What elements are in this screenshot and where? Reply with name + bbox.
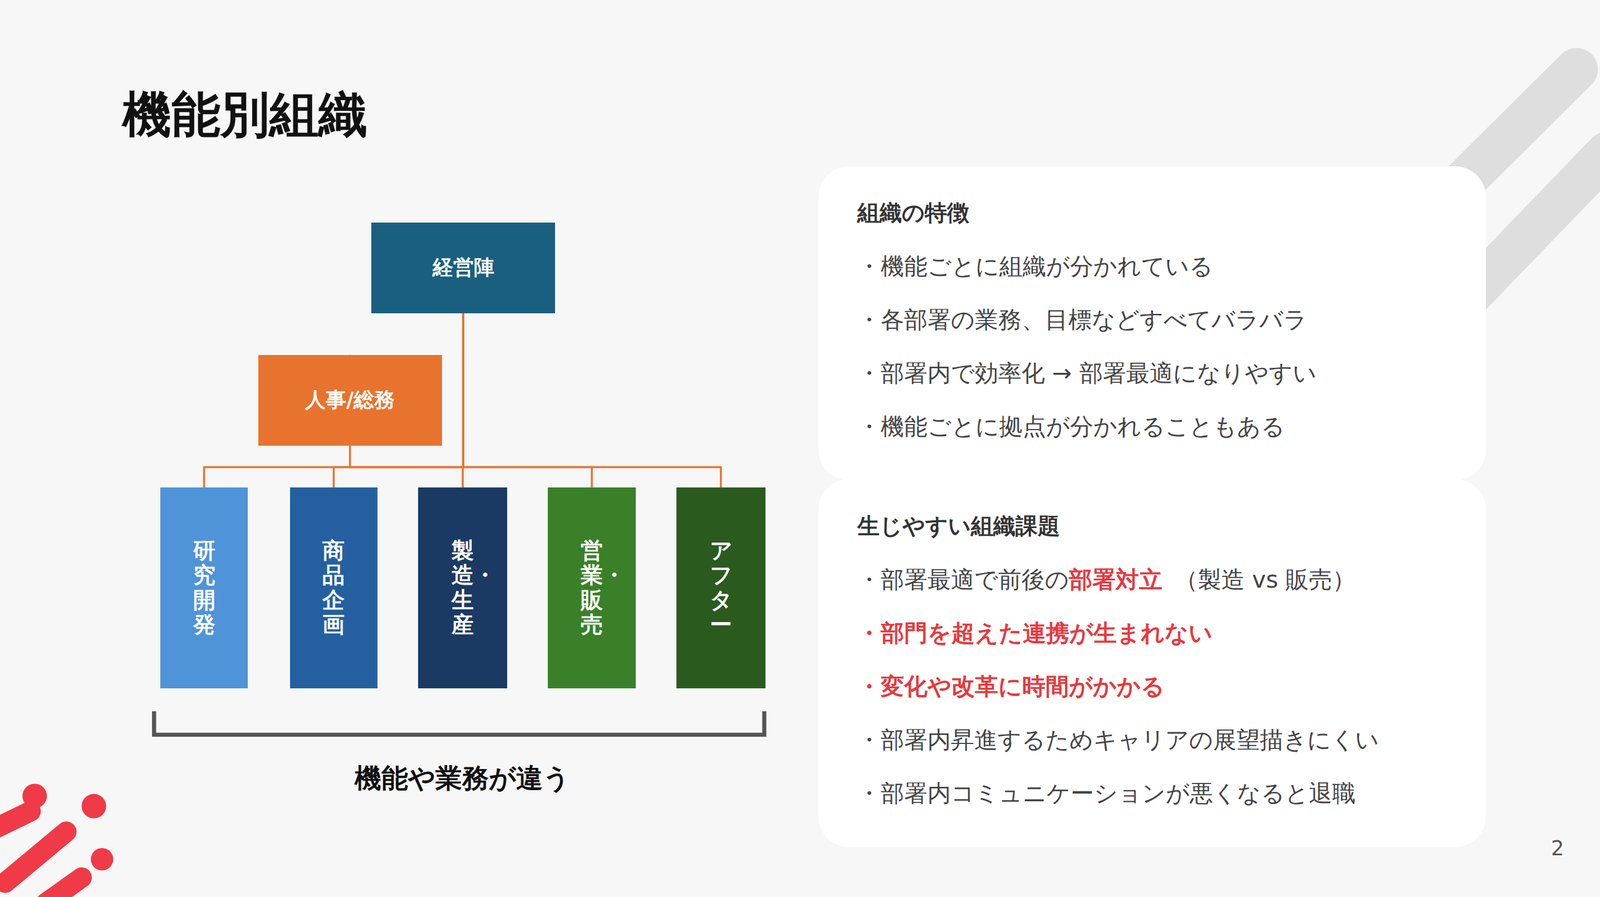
- bullet-text: ・機能ごとに組織が分かれている: [857, 242, 1214, 291]
- staff-box: 人事/総務: [258, 355, 443, 446]
- bullet-text: ・部署内で効率化 → 部署最適になりやすい: [857, 349, 1317, 398]
- org-connector: [204, 313, 464, 488]
- bullet-text: ・機能ごとに拠点が分かれることもある: [857, 402, 1285, 451]
- red-dot: [90, 848, 114, 871]
- department-name: 営業・販売: [580, 538, 603, 638]
- bracket: [154, 711, 765, 735]
- issue-panel: 生じやすい組織課題・部署最適で前後の部署対立（製造 vs 販売）・部門を超えた連…: [818, 479, 1486, 848]
- department-box: 製造・生産: [418, 487, 507, 689]
- bullet-text: ・部署内コミュニケーションが悪くなると退職: [857, 769, 1356, 818]
- text-line: ・機能ごとに組織が分かれている: [857, 242, 1456, 296]
- department-box: 商品企画: [290, 487, 379, 689]
- department-name: 製造・生産: [451, 538, 474, 638]
- org-connector: [463, 313, 721, 488]
- department-box: 営業・販売: [547, 487, 636, 689]
- text-line: ・部署内で効率化 → 部署最適になりやすい: [857, 349, 1456, 403]
- panel-heading: 組織の特徴: [857, 192, 970, 234]
- bullet-text: ・部門を超えた連携が生まれない: [857, 609, 1213, 658]
- page-number: 2: [1551, 836, 1564, 861]
- panel-heading: 生じやすい組織課題: [857, 506, 1060, 547]
- bullet-text: （製造 vs 販売）: [1174, 555, 1357, 605]
- grey-stripe: [1469, 153, 1600, 297]
- org-connector: [463, 313, 592, 488]
- red-stripe: [0, 811, 31, 829]
- text-line: ・機能ごとに拠点が分かれることもある: [857, 402, 1456, 456]
- bullet-text: 部署対立: [1068, 555, 1163, 605]
- text-line: ・部署内コミュニケーションが悪くなると退職: [857, 769, 1456, 823]
- box-label: 経営陣: [432, 254, 495, 282]
- red-stripe: [45, 877, 82, 897]
- bullet-text: ・部署最適で前後の: [857, 555, 1069, 605]
- box-label: 人事/総務: [305, 386, 395, 415]
- bullet-text: ・変化や改革に時間がかかる: [857, 662, 1165, 711]
- red-stripes: [0, 783, 114, 897]
- text-line: ・部署最適で前後の部署対立（製造 vs 販売）: [857, 555, 1456, 610]
- bullet-text: ・各部署の業務、目標などすべてバラバラ: [857, 295, 1308, 345]
- red-dot: [81, 794, 107, 819]
- department-name: 研究開発: [192, 538, 215, 638]
- department-box: 研究開発: [160, 487, 249, 689]
- department-box: アフター: [676, 487, 765, 689]
- red-stripe: [5, 832, 67, 884]
- feature-panel: 組織の特徴・機能ごとに組織が分かれている・各部署の業務、目標などすべてバラバラ・…: [818, 166, 1486, 482]
- bullet-text: ・部署内昇進するためキャリアの展望描きにくい: [857, 715, 1379, 765]
- bracket-label: 機能や業務が違う: [354, 761, 571, 797]
- executive-box: 経営陣: [371, 222, 556, 314]
- text-line: ・変化や改革に時間がかかる: [857, 662, 1456, 716]
- text-line: 生じやすい組織課題: [857, 506, 1456, 552]
- text-line: ・部門を超えた連携が生まれない: [857, 609, 1456, 663]
- text-line: 組織の特徴: [857, 192, 1456, 238]
- title: 機能別組織: [122, 81, 368, 149]
- text-line: ・各部署の業務、目標などすべてバラバラ: [857, 295, 1456, 350]
- text-line: ・部署内昇進するためキャリアの展望描きにくい: [857, 715, 1456, 770]
- department-name: 商品企画: [322, 538, 345, 638]
- department-name: アフター: [709, 538, 733, 638]
